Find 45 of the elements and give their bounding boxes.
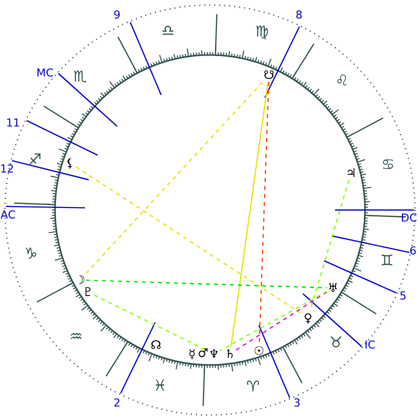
planet-glyph: ♃	[345, 166, 357, 180]
house-label: 9	[114, 10, 120, 20]
house-label: 2	[114, 398, 120, 408]
zodiac-sign-glyph: ♋	[381, 158, 395, 172]
planet-glyph: ☊	[150, 338, 162, 352]
planet-glyph: ⚸	[64, 156, 76, 170]
aspect-line	[310, 180, 350, 312]
planet-glyph: ♅	[327, 281, 339, 295]
house-label: 12	[0, 164, 14, 174]
aspect-line	[220, 290, 328, 352]
zodiac-sign-glyph: ♒	[69, 330, 83, 344]
zodiac-sign-glyph: ♐	[28, 152, 42, 168]
planet-glyph: ♀	[302, 311, 314, 325]
house-label: 3	[294, 398, 300, 408]
house-label: 5	[400, 290, 406, 302]
aspect-line	[230, 82, 269, 348]
zodiac-sign-glyph: ♑	[24, 246, 38, 262]
aspect-line	[76, 166, 302, 315]
planet-glyph: ☋	[263, 68, 275, 82]
house-label: AC	[0, 210, 16, 220]
planet-glyph: ☉	[253, 344, 265, 358]
aspect-line	[86, 81, 264, 274]
zodiac-sign-glyph: ♉	[329, 336, 343, 350]
aspect-line	[236, 291, 328, 351]
aspect-line	[86, 280, 328, 288]
planet-glyph: ☿	[186, 347, 198, 361]
house-label: 8	[296, 10, 302, 20]
planet-glyph: ☽	[74, 273, 86, 287]
house-label: 6	[410, 246, 416, 256]
zodiac-sign-glyph: ♏	[73, 70, 87, 84]
house-label: MC	[36, 68, 54, 78]
house-label: IC	[364, 340, 376, 350]
planet-glyph: ♂	[197, 346, 209, 360]
planet-glyph: ♆	[208, 347, 220, 361]
house-label: 11	[6, 118, 20, 128]
planet-glyph: ♇	[82, 285, 94, 299]
zodiac-sign-glyph: ♊	[380, 254, 394, 268]
zodiac-sign-glyph: ♈	[246, 380, 260, 394]
zodiac-sign-glyph: ♍	[255, 24, 269, 40]
zodiac-sign-glyph: ♎	[161, 24, 175, 38]
zodiac-sign-glyph: ♓	[153, 378, 167, 394]
aspect-line	[258, 82, 270, 344]
zodiac-sign-glyph: ♌	[335, 74, 349, 88]
planet-glyph: ♄	[224, 347, 236, 361]
house-label: DC	[400, 212, 418, 224]
